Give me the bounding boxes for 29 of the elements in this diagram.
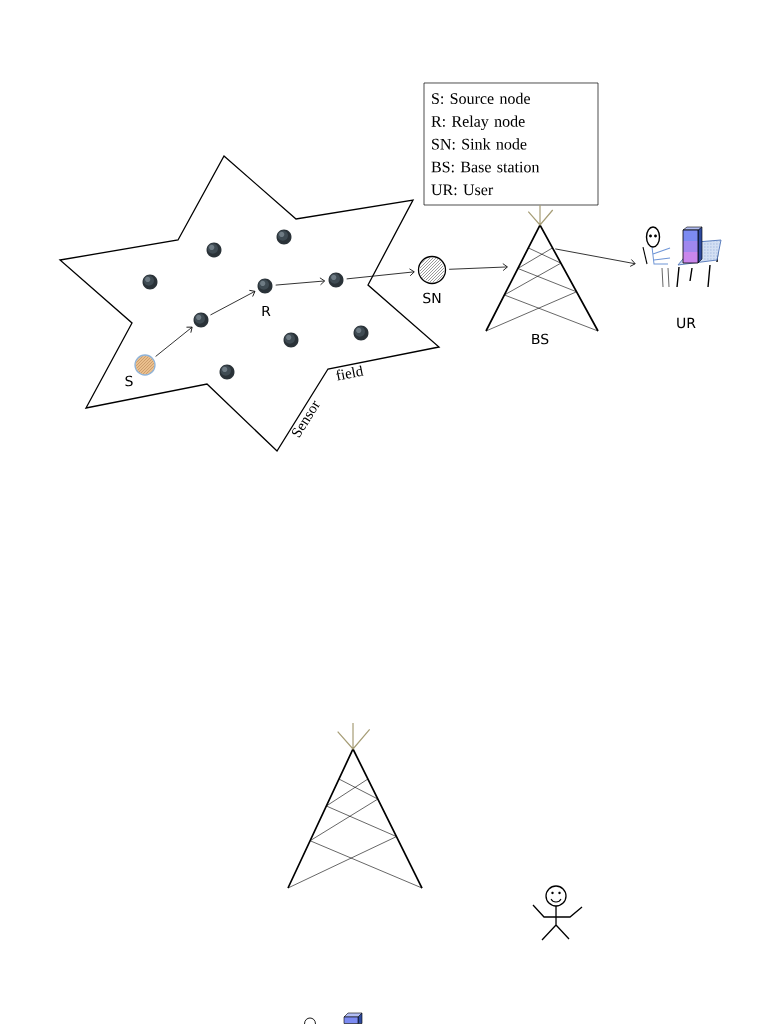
- arrow: [448, 263, 508, 271]
- node-label: BS: [532, 333, 549, 345]
- user-at-desk-drawing: [304, 1012, 363, 1024]
- arrow: [346, 268, 415, 280]
- stick-figure: [532, 885, 583, 941]
- sensor-node: [353, 325, 369, 341]
- arrow: [155, 326, 193, 357]
- sensor-node: [193, 312, 209, 328]
- node-label: UR: [677, 317, 696, 329]
- sensor-node: [276, 229, 292, 245]
- radio-tower: [287, 722, 423, 889]
- user-at-desk-drawing: [642, 226, 722, 288]
- arrow: [275, 277, 326, 286]
- sensor-node: [328, 272, 344, 288]
- node-label: S: [125, 375, 133, 387]
- radio-tower: [485, 204, 599, 332]
- node-label: SN: [423, 292, 441, 304]
- source-node: [134, 354, 156, 376]
- sensor-node: [142, 274, 158, 290]
- sensor-node: [257, 278, 273, 294]
- sensor-node: [219, 364, 235, 380]
- field-label: field: [336, 365, 364, 381]
- sensor-node: [206, 242, 222, 258]
- sensor-node: [283, 332, 299, 348]
- sink-node: [417, 255, 447, 285]
- arrow: [554, 248, 636, 267]
- arrow: [210, 289, 256, 316]
- node-label: R: [262, 305, 271, 317]
- key-box: S: Source node R: Relay node SN: Sink node BS: Base station UR: User: [423, 82, 599, 206]
